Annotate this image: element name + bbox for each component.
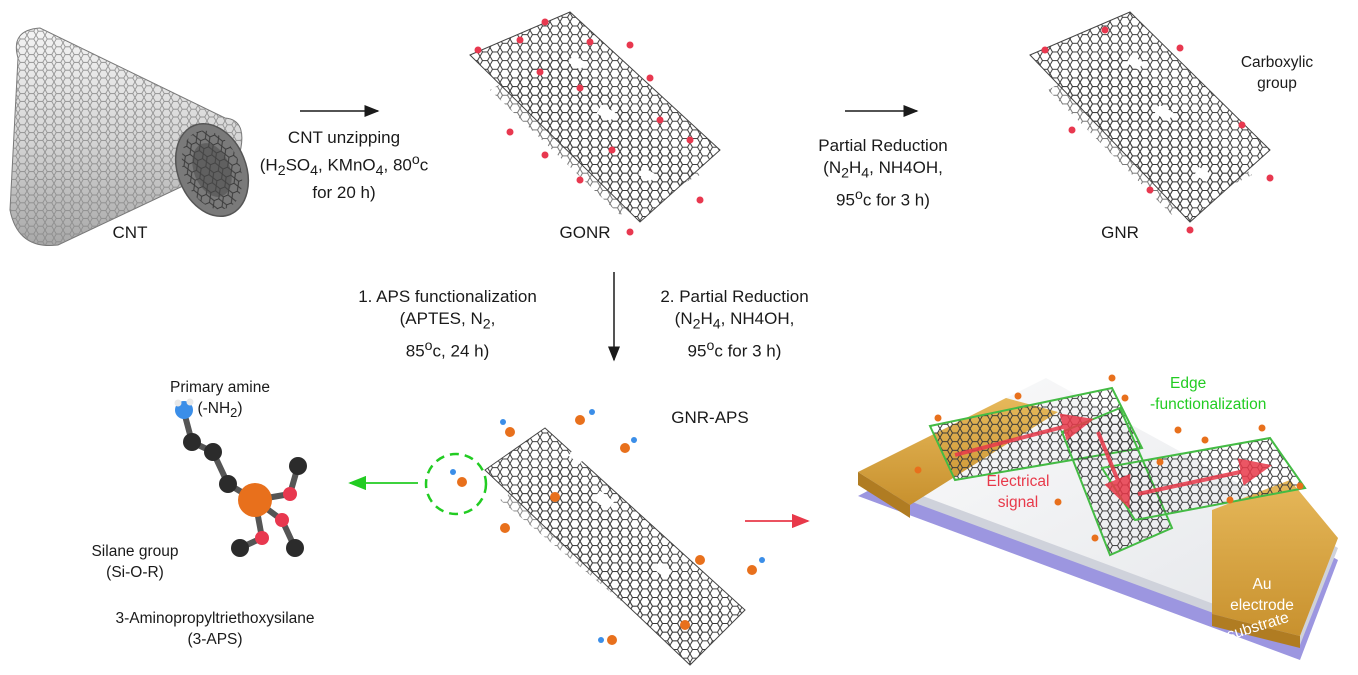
step-aps: 1. APS functionalization (APTES, N2, 85o… bbox=[358, 287, 537, 362]
label-cnt: CNT bbox=[112, 223, 148, 242]
gonr-oxygen-groups bbox=[474, 18, 704, 236]
label-gonr: GONR bbox=[559, 223, 611, 242]
gnr-carboxyl-groups bbox=[1041, 26, 1274, 234]
step-unzipping: CNT unzipping (H2SO4, KMnO4, 80oc for 20… bbox=[259, 128, 429, 203]
aps-molecule bbox=[174, 398, 307, 557]
label-au-electrode: Au electrode bbox=[1230, 576, 1294, 614]
device-functional-groups bbox=[914, 374, 1304, 542]
gnr-aps-groups bbox=[450, 409, 765, 645]
gnr-sheet bbox=[1029, 11, 1271, 223]
label-gnr-aps: GNR-APS bbox=[671, 408, 749, 427]
label-electrical-signal: Electrical signal bbox=[986, 473, 1050, 511]
gonr-sheet bbox=[469, 11, 721, 223]
highlight-circle bbox=[424, 452, 488, 516]
annotation-molecule-name: 3-Aminopropyltriethoxysilane (3-APS) bbox=[115, 610, 315, 648]
cnt-tube bbox=[9, 27, 250, 247]
gnr-aps-sheet bbox=[484, 427, 746, 666]
annotation-silane: Silane group (Si-O-R) bbox=[91, 543, 179, 581]
signal-arrows bbox=[954, 413, 1272, 509]
step-reduction-mid: 2. Partial Reduction (N2H4, NH4OH, 95oc … bbox=[660, 287, 809, 362]
gold-electrode-right bbox=[1212, 480, 1338, 648]
step-reduction-top: Partial Reduction (N2H4, NH4OH, 95oc for… bbox=[818, 136, 948, 211]
annotation-carboxylic: Carboxylic group bbox=[1240, 54, 1314, 92]
label-gnr: GNR bbox=[1101, 223, 1139, 242]
label-edge-functionalization: Edge -functionalization bbox=[1150, 375, 1267, 413]
annotation-primary-amine: Primary amine (-NH2) bbox=[170, 379, 270, 421]
